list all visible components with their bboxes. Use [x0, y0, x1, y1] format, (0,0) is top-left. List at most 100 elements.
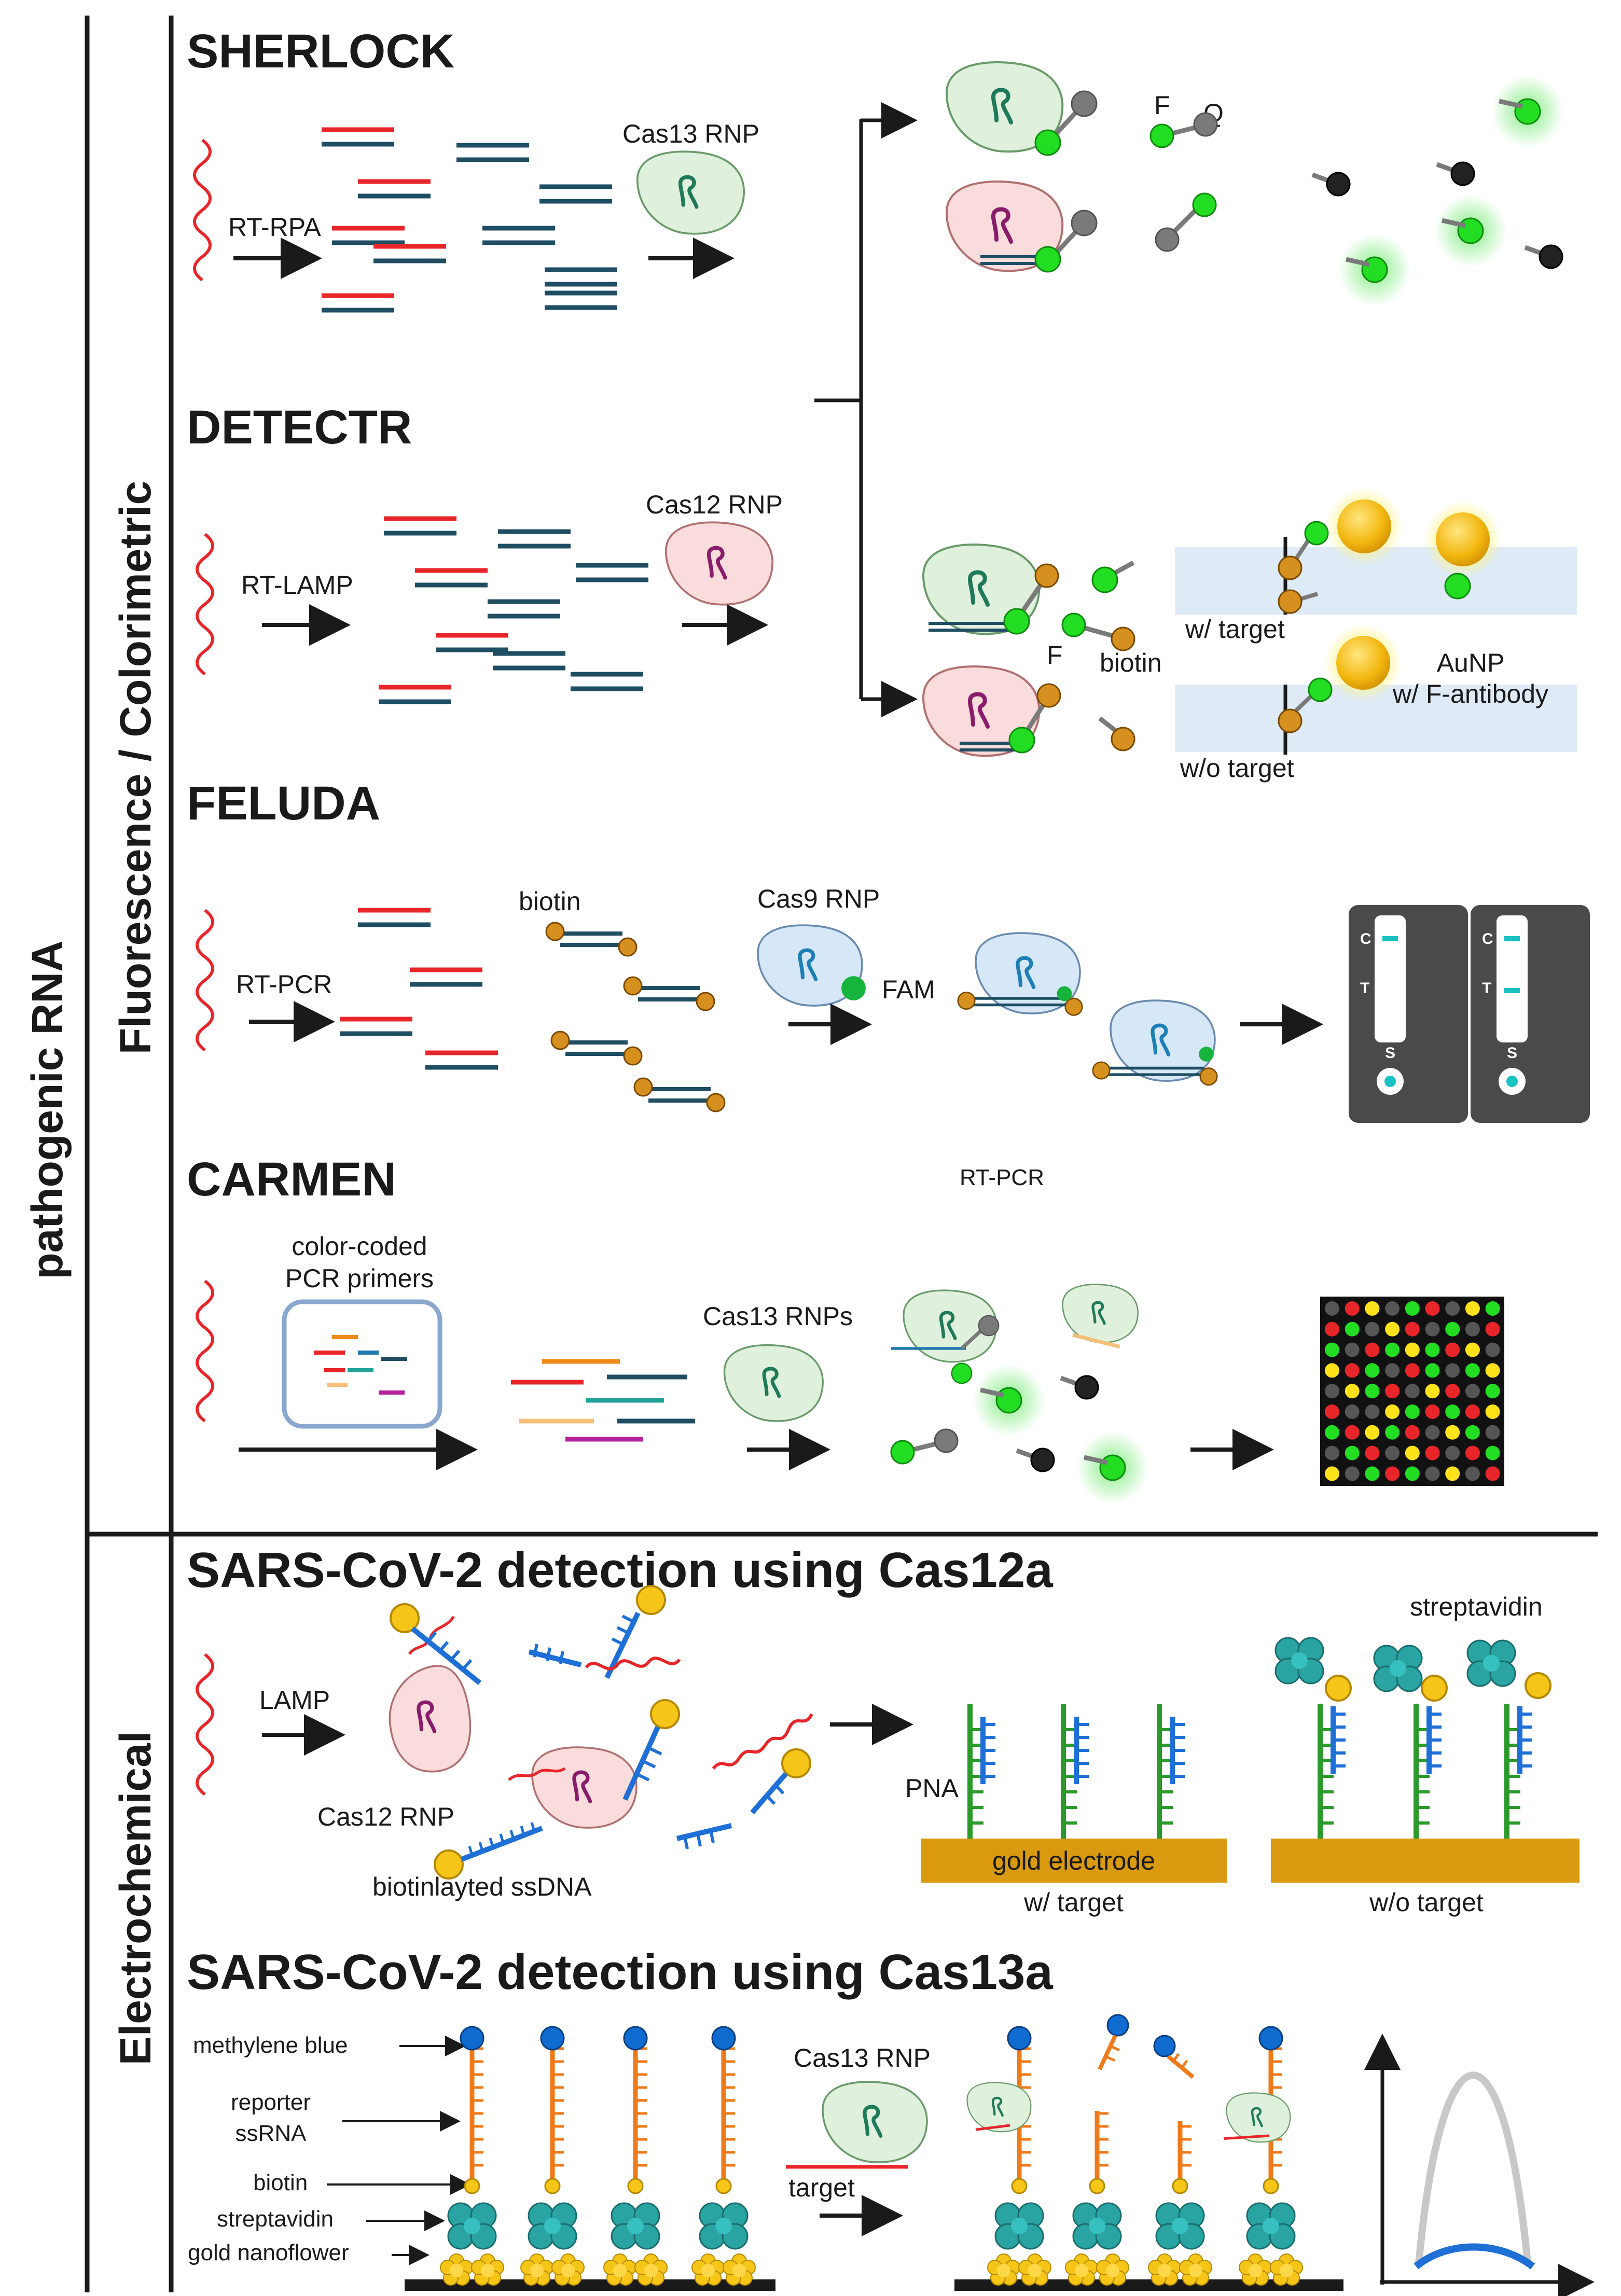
carmen-glowing-fluorophore: [973, 1364, 1045, 1437]
microwell: [1445, 1363, 1460, 1378]
sherlock-amplification-label: RT-RPA: [228, 213, 321, 242]
microwell: [1425, 1466, 1440, 1481]
microwell: [1325, 1466, 1339, 1481]
reporter-array-after: [987, 2026, 1303, 2286]
gold-nanoflower: [603, 2253, 636, 2286]
blue-ssdna-fragment: [528, 1644, 582, 1667]
microwell: [1485, 1321, 1500, 1337]
carmen-glowing-fluorophore: [1076, 1431, 1149, 1504]
microwell: [1365, 1321, 1380, 1337]
cas12a-ssdna-label: biotinlayted ssDNA: [372, 1872, 592, 1901]
cleaved-ssdna-bound: [1076, 1717, 1089, 1784]
methylene-blue: [711, 2026, 736, 2051]
detectr-amplicon: [576, 565, 648, 580]
gold-nanoflower: [1065, 2253, 1098, 2286]
microwell: [1465, 1384, 1480, 1399]
gold-nanoflower: [723, 2253, 756, 2286]
carmen-cas13-complex-1: [891, 1289, 1000, 1384]
microwell: [1485, 1384, 1500, 1399]
microwell: [1385, 1466, 1400, 1481]
sherlock-amplicon: [322, 130, 394, 144]
feluda-amplicon: [425, 1053, 498, 1067]
streptavidin-tetramer: [994, 2202, 1044, 2250]
aunp-free: [1424, 500, 1502, 600]
sherlock-cleaved-reporter: [1155, 192, 1217, 252]
sherlock-cas13-rnp: [636, 150, 745, 235]
feluda-panel: FELUDA RT-PCR biotin Cas9 RNP FAM: [187, 777, 1590, 1123]
biotinylated-amplicon: [551, 1032, 642, 1065]
microwell: [1445, 1301, 1460, 1316]
biotin-ssdna-probe: [390, 1603, 482, 1685]
microwell: [1405, 1342, 1420, 1357]
gold-nanoflower: [691, 2253, 725, 2286]
biotinylated-amplicon: [546, 923, 636, 956]
feluda-rna-strand: [197, 910, 213, 1050]
biotin-head: [715, 2178, 732, 2194]
sherlock-amplicon: [539, 187, 612, 201]
detectr-biotin-fragment: [1098, 716, 1135, 752]
cas12a-streptavidin-label: streptavidin: [1410, 1592, 1543, 1621]
biotin-head: [1011, 2178, 1028, 2194]
microwell: [1405, 1363, 1420, 1378]
sherlock-amplicon: [482, 228, 555, 243]
microwell: [1445, 1425, 1460, 1440]
sherlock-amplicon: [545, 293, 617, 308]
microwell: [1325, 1445, 1339, 1460]
detectr-rnp-label: Cas12 RNP: [646, 490, 783, 519]
gold-electrode-without-target: [1271, 1839, 1580, 1883]
microwell: [1405, 1425, 1420, 1440]
carmen-fq-reporter: [891, 1429, 958, 1464]
cas13a-panel: SARS-CoV-2 detection using Cas13a methyl…: [187, 1944, 1595, 2296]
microwell: [1385, 1404, 1400, 1419]
quencher-fragment: [1312, 173, 1350, 196]
microwell: [1365, 1445, 1380, 1460]
detectr-title: DETECTR: [187, 401, 412, 454]
microwell: [1365, 1425, 1380, 1440]
sherlock-amplicon: [322, 296, 394, 310]
microwell: [1385, 1321, 1400, 1337]
cas12a-title: SARS-CoV-2 detection using Cas12a: [187, 1542, 1053, 1598]
microwell: [1325, 1384, 1339, 1399]
carmen-cas13-complex-2: [1062, 1284, 1139, 1349]
streptavidin-tetramer: [699, 2202, 749, 2250]
biotin-head: [1263, 2178, 1279, 2194]
microwell: [1465, 1342, 1480, 1357]
aunp-label-line-2: w/ F-antibody: [1392, 679, 1548, 708]
microwell: [1325, 1301, 1339, 1316]
biotinylated-amplicon: [634, 1078, 725, 1111]
microwell: [1405, 1404, 1420, 1419]
microwell: [1385, 1384, 1400, 1399]
detectr-rna-strand: [197, 534, 213, 674]
microwell: [1445, 1342, 1460, 1357]
streptavidin-tetramer: [1466, 1639, 1516, 1687]
microwell: [1465, 1321, 1480, 1337]
streptavidin-tetramer: [528, 2202, 577, 2250]
cas13a-biotin-label: biotin: [253, 2170, 308, 2195]
carmen-primers-label-2: PCR primers: [285, 1264, 434, 1293]
microwell: [1365, 1384, 1380, 1399]
feluda-amplicon: [410, 970, 482, 984]
detectr-amplicon: [436, 635, 508, 650]
carmen-cas13-rnp: [723, 1344, 824, 1422]
sherlock-amplicon: [456, 145, 529, 160]
microwell: [1385, 1425, 1400, 1440]
quencher-fragment: [1437, 162, 1474, 185]
reporter-array-before: [440, 2026, 756, 2286]
microwell: [1345, 1301, 1360, 1316]
cas12a-rna-strand: [197, 1654, 213, 1794]
microwell: [1465, 1425, 1480, 1440]
cas12a-pna-label: PNA: [905, 1774, 959, 1803]
intact-ssdna-bound: [1429, 1706, 1442, 1774]
gold-nanoflower: [1179, 2253, 1212, 2286]
microwell: [1485, 1425, 1500, 1440]
gold-nanoflower: [440, 2253, 473, 2286]
biotin-head: [464, 2178, 480, 2194]
microwell: [1345, 1363, 1360, 1378]
carmen-primers-label-1: color-coded: [292, 1232, 427, 1261]
primer-box: [282, 1299, 442, 1429]
gold-nanoflower: [634, 2253, 668, 2286]
microwell: [1325, 1425, 1339, 1440]
detectr-amplicon: [415, 570, 488, 585]
sherlock-rnp-label: Cas13 RNP: [622, 119, 759, 148]
feluda-cas9-rnp: [757, 924, 866, 1007]
